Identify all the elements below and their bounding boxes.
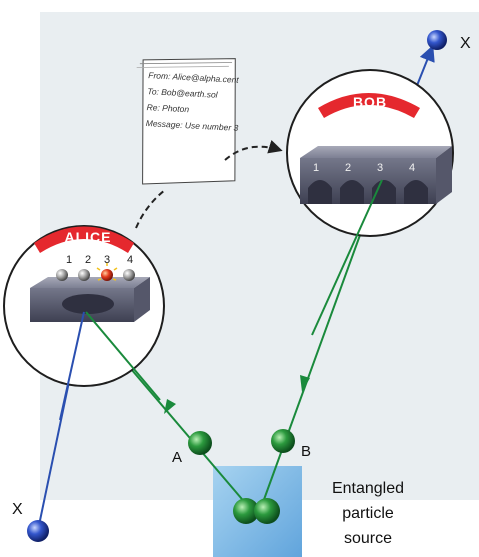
message-line-1: From: Alice@alpha.cent (148, 70, 240, 85)
alice-slot-3: 3 (104, 254, 110, 266)
alice-ball-3-lit (101, 269, 113, 281)
message-text: From: Alice@alpha.cent To: Bob@earth.sol… (146, 70, 240, 133)
message-note (136, 58, 236, 185)
alice-slot-2: 2 (85, 254, 91, 266)
alice-ball-3-glow-icon (96, 263, 118, 281)
alice-label: ALICE (65, 229, 112, 245)
bob-slot-1: 1 (313, 162, 319, 174)
bob-panel: BOB 1 2 3 4 (286, 69, 454, 237)
alice-to-note-dashed-line (135, 189, 166, 229)
bob-label: BOB (353, 94, 387, 110)
alice-input-port (62, 294, 114, 314)
alice-ball-4 (123, 269, 135, 281)
path-b-arrow-icon (300, 375, 310, 392)
label-b: B (301, 443, 311, 460)
alice-slot-4: 4 (127, 254, 133, 266)
source-particle-left (233, 498, 259, 524)
alice-panel: ALICE 1 2 3 4 (3, 225, 165, 387)
path-a-arrow-icon (164, 399, 176, 414)
bob-arches (308, 180, 428, 204)
alice-slot-1: 1 (66, 254, 72, 266)
bob-banner (318, 93, 420, 118)
source-label-line-3: source (344, 530, 392, 547)
alice-ball-1 (56, 269, 68, 281)
message-line-2: To: Bob@earth.sol (147, 86, 219, 100)
note-to-bob-dashed-arrow (224, 139, 283, 161)
source-label-line-2: particle (342, 505, 394, 522)
alice-ball-2 (78, 269, 90, 281)
path-a-inside-alice (85, 311, 161, 401)
particle-x-right (427, 30, 447, 50)
message-line-4: Message: Use number 3 (146, 118, 239, 133)
particle-a (188, 431, 212, 455)
particle-x-left (27, 520, 49, 542)
message-line-3: Re: Photon (146, 102, 189, 114)
x-left-inside-alice (59, 311, 85, 421)
path-b-inside-bob (311, 179, 383, 336)
particle-b (271, 429, 295, 453)
bob-slot-4: 4 (409, 162, 415, 174)
source-label-line-1: Entangled (332, 480, 404, 497)
bob-slot-3: 3 (377, 162, 383, 174)
source-particle-right (254, 498, 280, 524)
label-x-left: X (12, 501, 23, 518)
bob-slot-2: 2 (345, 162, 351, 174)
label-a: A (172, 449, 182, 466)
label-x-right: X (460, 35, 471, 52)
alice-banner (34, 226, 134, 253)
